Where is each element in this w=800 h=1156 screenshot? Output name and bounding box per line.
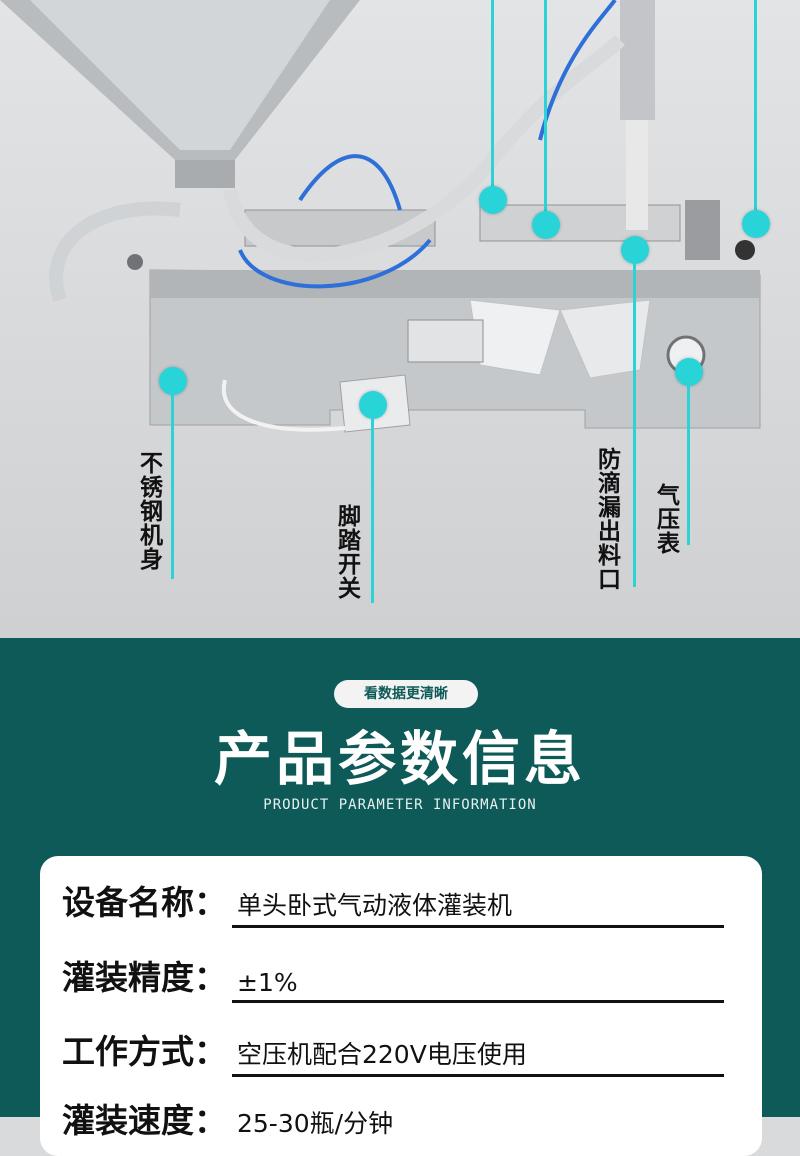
callout-dot-gauge [675, 358, 703, 386]
param-row-mode: 工作方式： 空压机配合220V电压使用 [62, 1029, 724, 1077]
callout-dot-pedal [359, 391, 387, 419]
callout-dot-top-1 [479, 186, 507, 214]
section-title: 产品参数信息 [213, 725, 586, 793]
callout-line-top-2 [544, 0, 547, 212]
filling-machine-illustration [0, 0, 761, 433]
param-row-name: 设备名称： 单头卧式气动液体灌装机 [62, 880, 724, 928]
product-photo: 不锈钢机身 脚踏开关 防滴漏出料口 气压表 [0, 0, 800, 638]
callout-line-top-3 [754, 0, 757, 210]
parameter-card [40, 856, 762, 1156]
param-value: 空压机配合220V电压使用 [237, 1040, 527, 1069]
callout-line-body [171, 394, 174, 579]
underline [232, 1000, 724, 1003]
callout-label-body: 不锈钢机身 [140, 451, 163, 573]
callout-label-gauge: 气压表 [657, 483, 680, 557]
param-value: ±1% [237, 968, 298, 997]
param-key: 设备名称： [62, 883, 227, 922]
callout-dot-body [159, 367, 187, 395]
param-key: 工作方式： [62, 1032, 227, 1071]
callout-line-top-1 [491, 0, 494, 190]
callout-line-pedal [371, 418, 374, 603]
view-data-pill: 看数据更清晰 [334, 680, 478, 708]
callout-line-nozzle [633, 262, 636, 587]
underline [232, 1074, 724, 1077]
section-subtitle: PRODUCT PARAMETER INFORMATION [263, 797, 537, 813]
callout-label-pedal: 脚踏开关 [338, 504, 361, 602]
param-value: 25-30瓶/分钟 [237, 1109, 394, 1138]
param-row-accuracy: 灌装精度： ±1% [62, 955, 724, 1003]
param-row-speed: 灌装速度： 25-30瓶/分钟 [62, 1098, 724, 1146]
callout-line-gauge [687, 385, 690, 545]
callout-label-nozzle: 防滴漏出料口 [598, 447, 621, 593]
callout-dot-nozzle [621, 236, 649, 264]
callout-dot-top-2 [532, 211, 560, 239]
callout-dot-top-3 [742, 210, 770, 238]
param-value: 单头卧式气动液体灌装机 [237, 891, 513, 920]
param-key: 灌装速度： [62, 1101, 227, 1140]
param-key: 灌装精度： [62, 958, 227, 997]
underline [232, 925, 724, 928]
